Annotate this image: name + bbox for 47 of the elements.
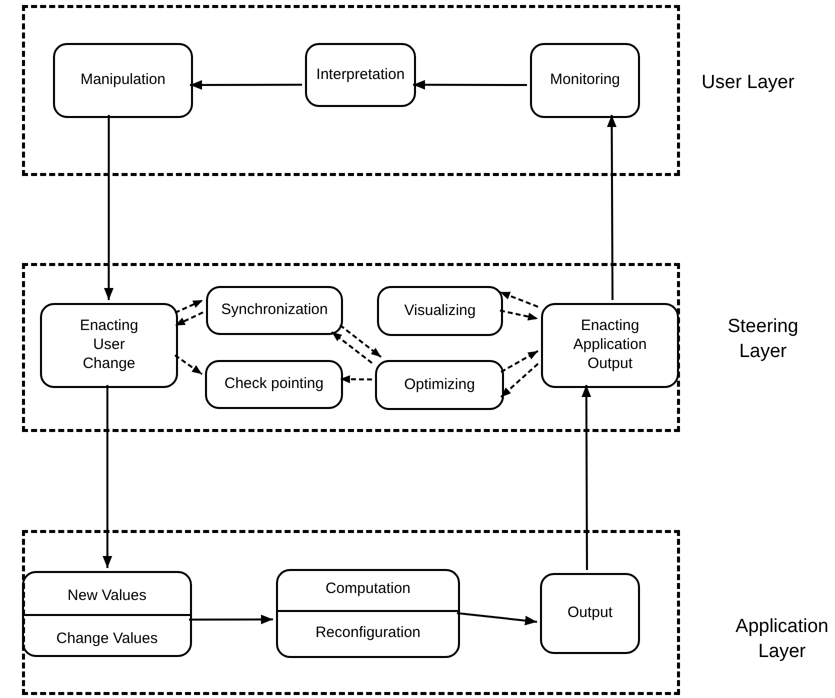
process-box — [375, 360, 504, 410]
box-text: Synchronization — [221, 301, 328, 320]
arrow — [104, 115, 114, 300]
dashed-arrow — [174, 312, 204, 326]
arrow — [413, 80, 527, 90]
dashed-arrow — [500, 350, 538, 373]
box-text: Reconfiguration — [314, 624, 422, 642]
split-process-box — [276, 569, 460, 658]
dashed-arrow — [500, 363, 539, 398]
layer-label: Steering Layer — [726, 315, 800, 364]
layer-label: Application Layer — [734, 615, 830, 664]
box-text: Change Values — [55, 630, 159, 647]
process-box — [540, 573, 640, 654]
arrow — [606, 115, 617, 300]
arrow — [102, 385, 112, 568]
process-box — [530, 43, 640, 118]
box-text: Check pointing — [224, 375, 324, 394]
process-box — [205, 360, 343, 409]
process-box — [53, 43, 193, 118]
box-text: Monitoring — [550, 71, 620, 90]
box-text: Output — [567, 604, 613, 623]
dashed-arrow — [339, 324, 382, 358]
box-text: New Values — [66, 586, 148, 604]
box-text: Interpretation — [316, 66, 405, 84]
box-text: Enacting Application Output — [572, 317, 648, 374]
box-text: Computation — [324, 580, 412, 597]
arrow — [582, 385, 592, 570]
split-process-box — [22, 571, 192, 657]
arrow — [190, 80, 302, 90]
process-box — [206, 286, 343, 335]
dashed-arrow — [340, 375, 372, 384]
process-box — [377, 286, 503, 336]
dashed-arrow — [500, 291, 538, 308]
dashed-arrow — [331, 331, 373, 364]
dashed-arrow — [174, 299, 204, 314]
box-text: Enacting User Change — [78, 317, 140, 374]
process-box — [40, 303, 178, 388]
box-text: Optimizing — [404, 376, 475, 394]
arrow — [456, 612, 538, 626]
process-box — [541, 303, 679, 388]
dashed-arrow — [500, 310, 538, 320]
box-text: Manipulation — [80, 71, 166, 90]
layer-label: User Layer — [700, 71, 796, 95]
arrow — [189, 614, 273, 624]
dashed-arrow — [174, 354, 203, 375]
process-box — [305, 43, 416, 107]
box-text: Visualizing — [404, 302, 476, 320]
